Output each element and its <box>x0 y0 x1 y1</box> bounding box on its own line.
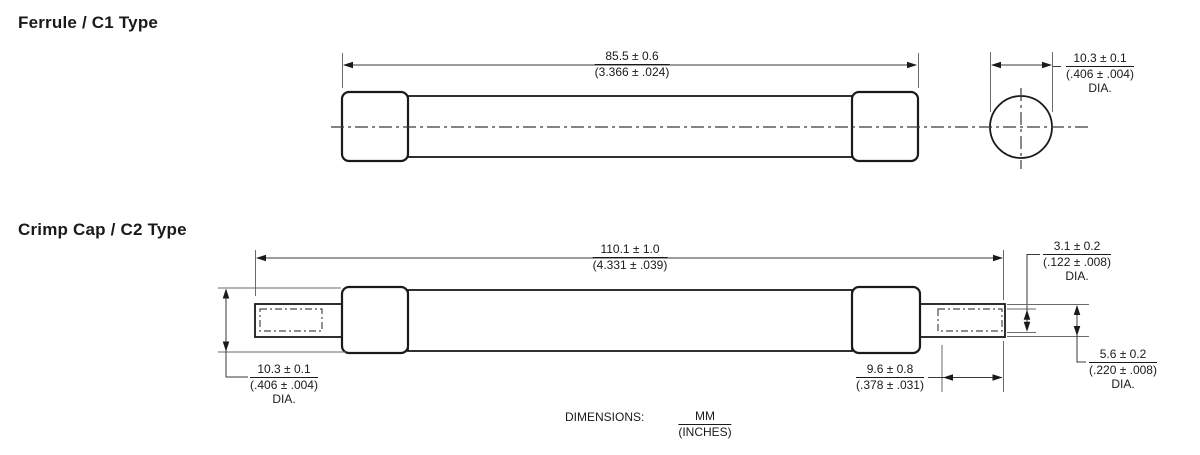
dimension-suffix: DIA. <box>1088 81 1112 95</box>
dia-extension-lines <box>990 52 1053 112</box>
crimp-cap-diameter-dimension: 5.6 ± 0.2 (.220 ± .008) DIA. <box>1089 348 1157 391</box>
arrowhead-right <box>992 374 1003 381</box>
arrowhead-left <box>943 374 953 381</box>
crimp-body <box>407 289 853 352</box>
ferrule-drawing <box>331 52 1092 169</box>
units-inches: (INCHES) <box>678 425 732 439</box>
crimp-right-cap <box>850 285 922 355</box>
dimension-mm: 10.3 ± 0.1 <box>250 363 318 378</box>
dimensions-label: DIMENSIONS: <box>565 410 645 424</box>
dimension-suffix: DIA. <box>1111 377 1135 391</box>
pin-dia-extension-lines <box>1007 308 1036 333</box>
crimp-left-pin <box>254 303 344 338</box>
ferrule-diameter-dimension: 10.3 ± 0.1 (.406 ± .004) DIA. <box>1066 52 1134 95</box>
arrowhead-right <box>1042 61 1052 69</box>
arrowhead-left <box>343 61 353 69</box>
cap-dia-extension-lines <box>1007 304 1089 337</box>
ferrule-length-dimension: 85.5 ± 0.6 (3.366 ± .024) <box>594 50 670 79</box>
dimension-suffix: DIA. <box>1065 269 1089 283</box>
crimp-body-diameter-dimension: 10.3 ± 0.1 (.406 ± .004) DIA. <box>250 363 318 406</box>
crimp-right-pin <box>918 303 1006 338</box>
dimension-mm: 110.1 ± 1.0 <box>592 243 668 258</box>
arrowhead-left <box>991 61 1001 69</box>
dimension-mm: 5.6 ± 0.2 <box>1089 348 1157 363</box>
dimension-inches: (.378 ± .031) <box>856 378 924 392</box>
dimension-inches: (4.331 ± .039) <box>592 258 668 272</box>
dimension-inches: (3.366 ± .024) <box>594 65 670 79</box>
dimension-mm: 9.6 ± 0.8 <box>856 363 924 378</box>
dimension-inches: (.406 ± .004) <box>250 378 318 392</box>
dimension-mm: 10.3 ± 0.1 <box>1066 52 1134 67</box>
crimp-left-cap <box>340 285 410 355</box>
crimp-length-dimension: 110.1 ± 1.0 (4.331 ± .039) <box>592 243 668 272</box>
length-extension-lines <box>342 53 919 88</box>
crimp-pin-diameter-dimension: 3.1 ± 0.2 (.122 ± .008) DIA. <box>1043 240 1111 283</box>
right-pin-hidden-line <box>937 308 1003 332</box>
arrowhead-up <box>1073 305 1081 315</box>
left-pin-hidden-line <box>259 308 323 332</box>
ferrule-section-title: Ferrule / C1 Type <box>18 13 159 32</box>
arrowhead-down <box>1023 321 1031 332</box>
body-dia-dimension-line <box>225 290 248 378</box>
dimension-suffix: DIA. <box>272 392 296 406</box>
arrowhead-down <box>1073 326 1081 336</box>
arrowhead-left <box>256 254 266 262</box>
crimp-pin-length-dimension: 9.6 ± 0.8 (.378 ± .031) <box>856 363 924 392</box>
dimension-mm: 85.5 ± 0.6 <box>594 50 670 65</box>
arrowhead-right <box>993 254 1003 262</box>
dimension-mm: 3.1 ± 0.2 <box>1043 240 1111 255</box>
arrowhead-up <box>222 288 230 299</box>
dimension-inches: (.406 ± .004) <box>1066 67 1134 81</box>
dimensions-units: MM (INCHES) <box>678 410 732 439</box>
body-dia-extension-lines <box>218 287 346 353</box>
arrowhead-down <box>222 341 230 352</box>
units-mm: MM <box>678 410 732 425</box>
pin-len-extension-lines <box>941 341 1004 392</box>
arrowhead-up <box>1023 309 1031 320</box>
dimension-inches: (.220 ± .008) <box>1089 363 1157 377</box>
arrowhead-right <box>907 61 917 69</box>
dimension-inches: (.122 ± .008) <box>1043 255 1111 269</box>
crimp-cap-drawing <box>218 250 1089 392</box>
crimp-section-title: Crimp Cap / C2 Type <box>18 220 187 239</box>
cap-dia-leader <box>1076 306 1086 363</box>
